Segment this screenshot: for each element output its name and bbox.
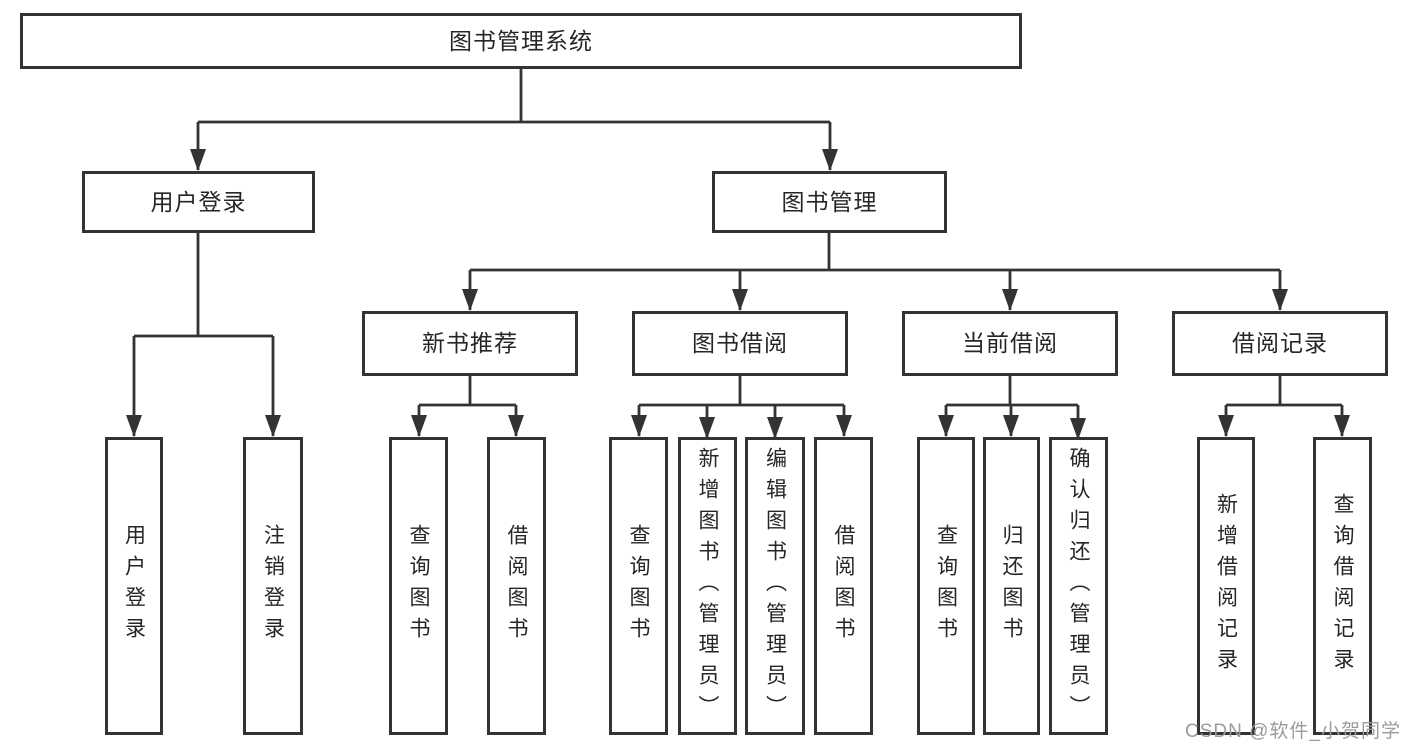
leaf-current-confirm-return-admin: 确认归还（管理员）	[1049, 437, 1108, 735]
node-label: 查询图书	[627, 524, 650, 648]
leaf-borrowing-borrow-books: 借阅图书	[814, 437, 873, 735]
node-library-management-system: 图书管理系统	[20, 13, 1022, 69]
node-label: 新书推荐	[422, 330, 518, 356]
leaf-borrowing-query-books: 查询图书	[609, 437, 668, 735]
csdn-watermark: CSDN @软件_小贺同学	[1185, 721, 1401, 742]
node-label: 图书借阅	[692, 330, 788, 356]
leaf-current-query-books: 查询图书	[917, 437, 975, 735]
node-label: 查询借阅记录	[1331, 493, 1354, 679]
node-label: 用户登录	[122, 524, 146, 648]
node-label: 确认归还（管理员）	[1067, 446, 1090, 726]
node-label: 注销登录	[261, 524, 285, 648]
leaf-borrowing-add-books-admin: 新增图书（管理员）	[678, 437, 737, 735]
node-label: 图书管理	[781, 188, 878, 215]
node-label: 当前借阅	[962, 330, 1058, 356]
node-label: 用户登录	[150, 188, 247, 215]
leaf-records-query-borrow-record: 查询借阅记录	[1313, 437, 1372, 735]
node-label: 查询图书	[934, 524, 958, 648]
node-user-login: 用户登录	[82, 171, 315, 233]
node-book-management: 图书管理	[712, 171, 947, 233]
leaf-logout: 注销登录	[243, 437, 303, 735]
node-label: 归还图书	[1000, 524, 1023, 648]
node-label: 新增借阅记录	[1214, 493, 1238, 679]
node-borrowing-records: 借阅记录	[1172, 311, 1388, 376]
leaf-newbook-borrow-books: 借阅图书	[487, 437, 546, 735]
node-label: 借阅图书	[832, 524, 855, 648]
leaf-newbook-query-books: 查询图书	[389, 437, 448, 735]
node-label: 新增图书（管理员）	[696, 446, 719, 726]
leaf-user-login: 用户登录	[105, 437, 163, 735]
leaf-current-return-books: 归还图书	[983, 437, 1040, 735]
node-new-book-recommendation: 新书推荐	[362, 311, 578, 376]
leaf-records-add-borrow-record: 新增借阅记录	[1197, 437, 1255, 735]
node-current-borrowing: 当前借阅	[902, 311, 1118, 376]
node-label: 借阅记录	[1232, 330, 1328, 356]
node-label: 借阅图书	[505, 524, 528, 648]
leaf-borrowing-edit-books-admin: 编辑图书（管理员）	[745, 437, 805, 735]
node-label: 查询图书	[407, 524, 430, 648]
node-label: 编辑图书（管理员）	[763, 446, 787, 726]
node-book-borrowing: 图书借阅	[632, 311, 848, 376]
node-label: 图书管理系统	[449, 27, 593, 54]
